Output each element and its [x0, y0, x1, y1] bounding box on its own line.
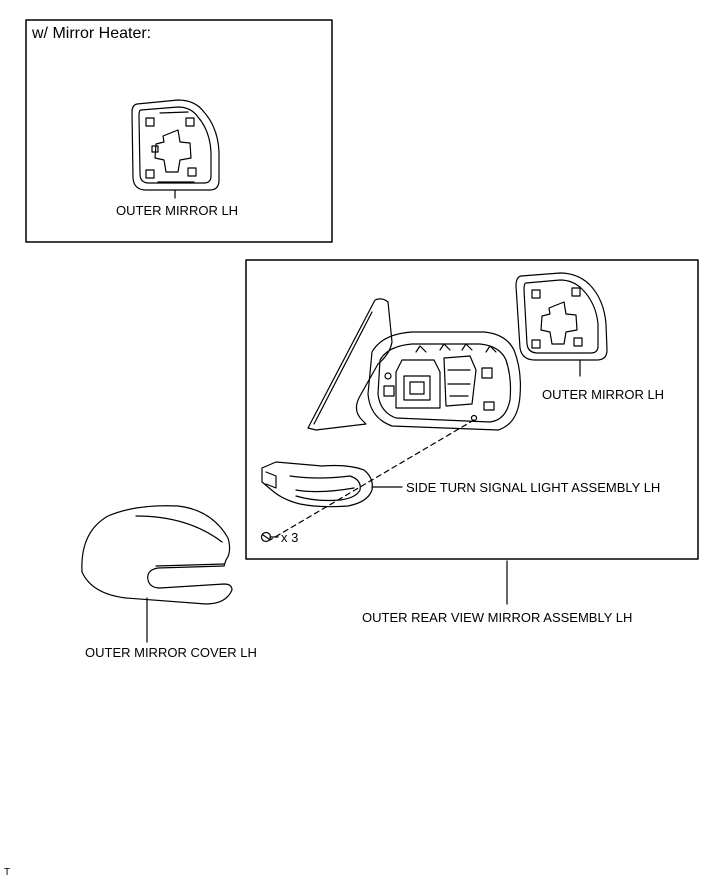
inset-outer-mirror-label: OUTER MIRROR LH	[116, 203, 239, 218]
inset-frame	[25, 19, 333, 243]
mirror-body-drawing	[307, 298, 521, 431]
outer-mirror-cover-drawing	[81, 505, 233, 643]
side-turn-signal-label: SIDE TURN SIGNAL LIGHT ASSEMBLY LH	[406, 480, 661, 495]
assembly-outer-mirror-drawing	[515, 272, 608, 377]
inset-outer-mirror-drawing	[131, 99, 220, 199]
outer-mirror-cover-label: OUTER MIRROR COVER LH	[85, 645, 257, 660]
inset-title: w/ Mirror Heater:	[32, 25, 152, 42]
assembly-outer-mirror-label: OUTER MIRROR LH	[542, 387, 665, 402]
footer-mark: T	[4, 867, 11, 878]
assembly-frame	[245, 259, 699, 560]
side-turn-signal-drawing	[261, 461, 403, 508]
outer-rear-view-mirror-assembly-label: OUTER REAR VIEW MIRROR ASSEMBLY LH	[362, 610, 633, 625]
screw-count-label: x 3	[281, 530, 299, 545]
screw-icon	[260, 531, 279, 543]
